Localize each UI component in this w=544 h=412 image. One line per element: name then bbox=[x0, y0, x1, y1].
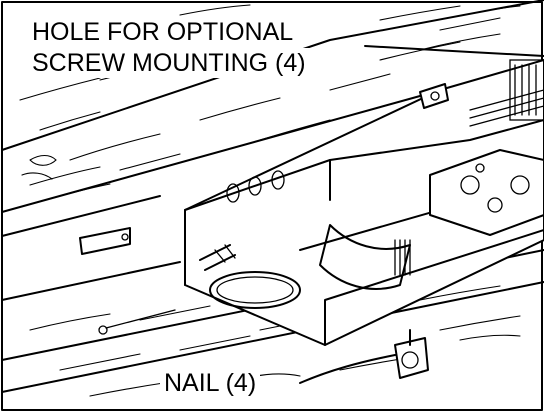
loose-screw bbox=[98, 309, 176, 335]
fan-housing bbox=[79, 59, 544, 379]
nail-label: NAIL (4) bbox=[160, 368, 261, 398]
hole-label-line2: SCREW MOUNTING (4) bbox=[28, 48, 310, 78]
hole-label-line1: HOLE FOR OPTIONAL bbox=[28, 17, 298, 47]
nail-leader-line bbox=[299, 354, 396, 384]
hole-leader-line bbox=[364, 45, 544, 57]
top-wood bbox=[179, 4, 521, 51]
